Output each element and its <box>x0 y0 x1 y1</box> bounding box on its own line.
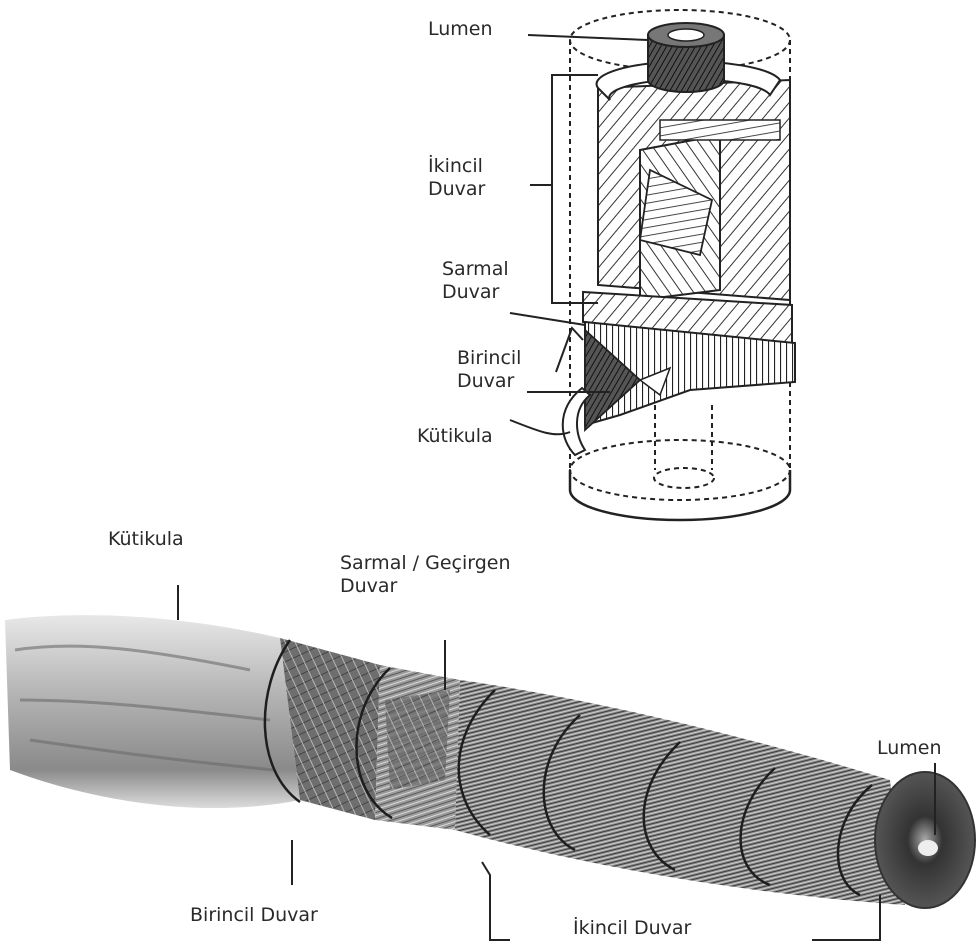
label-spiral-permeable-wall-line2: Duvar <box>340 575 511 598</box>
label-lumen-top: Lumen <box>428 18 493 41</box>
label-secondary-wall-top-line2: Duvar <box>428 178 485 201</box>
outer-cylinder-base <box>570 470 790 520</box>
lumen-cross-section <box>875 772 975 908</box>
label-secondary-wall-bottom: İkincil Duvar <box>573 917 691 940</box>
label-secondary-wall-top-line1: İkincil <box>428 155 485 178</box>
label-primary-wall-top-line2: Duvar <box>457 370 521 393</box>
label-spiral-permeable-wall-line1: Sarmal / Geçirgen <box>340 552 511 575</box>
label-spiral-wall-top: Sarmal Duvar <box>442 258 509 304</box>
label-primary-wall-top: Birincil Duvar <box>457 347 521 393</box>
label-secondary-wall-top: İkincil Duvar <box>428 155 485 201</box>
label-primary-wall-bottom: Birincil Duvar <box>190 904 318 927</box>
inner-lumen-base <box>654 468 714 488</box>
label-cuticle-bottom: Kütikula <box>108 528 184 551</box>
cuticle-region <box>5 615 300 808</box>
label-spiral-wall-top-line2: Duvar <box>442 281 509 304</box>
label-primary-wall-top-line1: Birincil <box>457 347 521 370</box>
label-lumen-bottom: Lumen <box>877 737 942 760</box>
fiber-schematic <box>510 10 795 520</box>
label-spiral-permeable-wall: Sarmal / Geçirgen Duvar <box>340 552 511 598</box>
label-cuticle-top: Kütikula <box>417 425 493 448</box>
label-spiral-wall-top-line1: Sarmal <box>442 258 509 281</box>
fiber-micrograph <box>5 585 975 940</box>
secondary-wall-region <box>455 680 905 905</box>
